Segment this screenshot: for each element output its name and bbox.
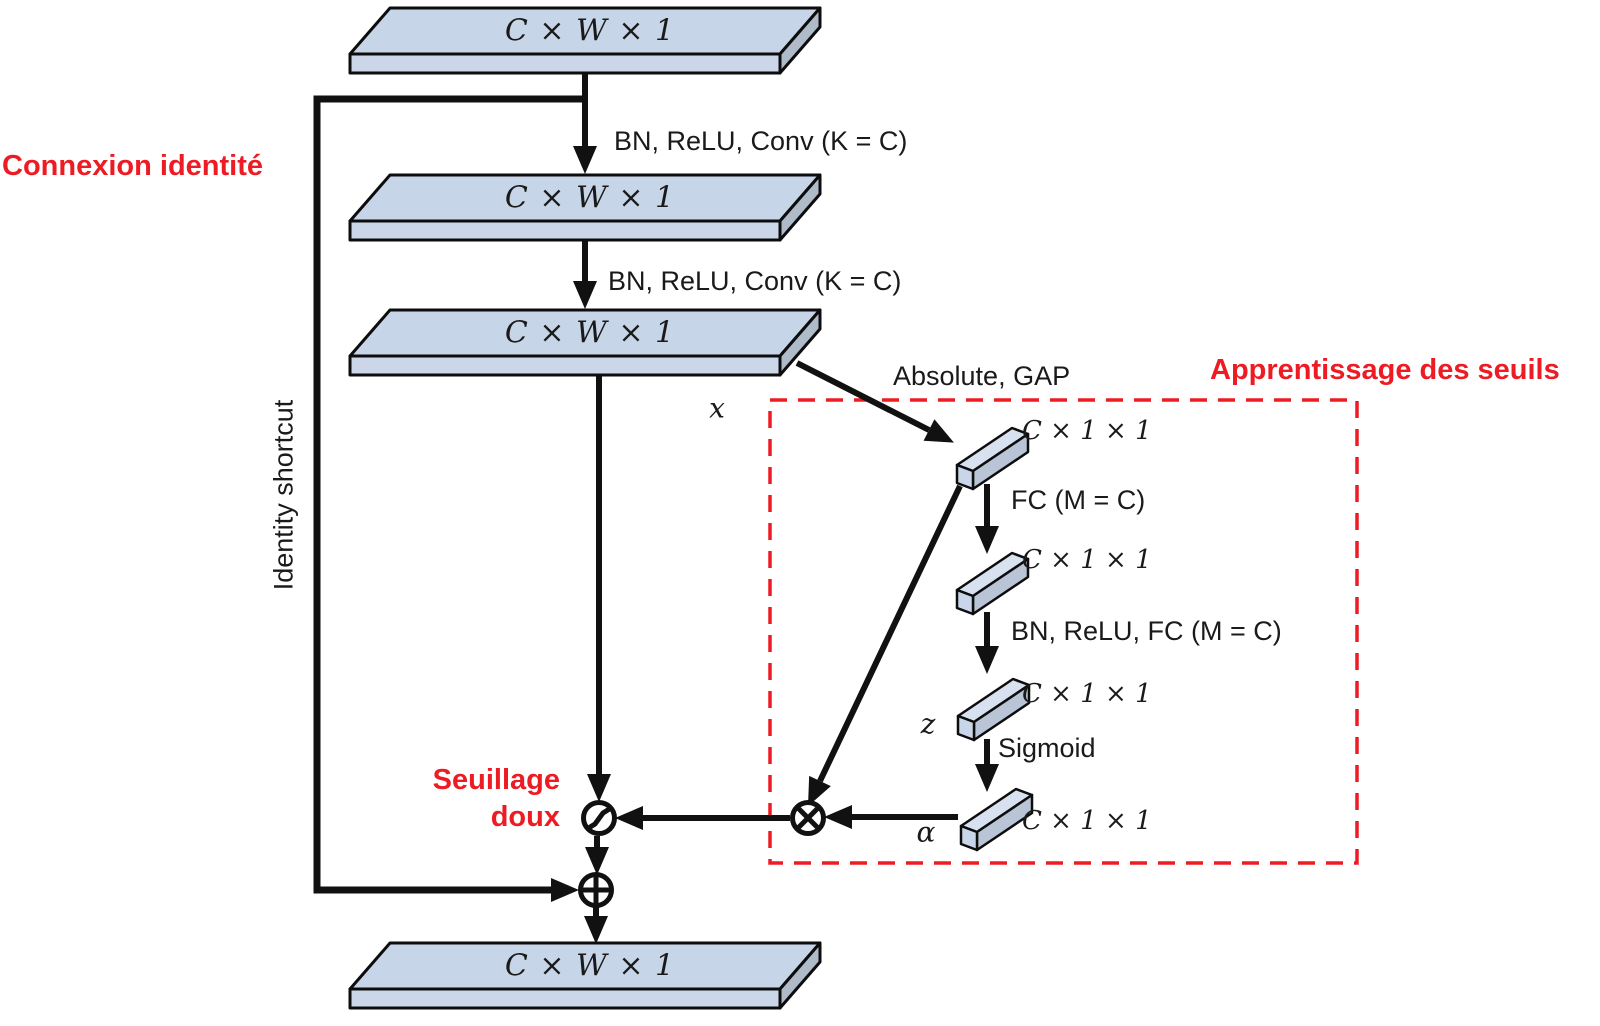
conv2-feature-map-slab: [348, 308, 822, 377]
gap-output-vector-label: C × 1 × 1: [1022, 416, 1152, 446]
identity-shortcut-label: Identity shortcut: [268, 399, 299, 591]
conv1-feature-map-label: C × W × 1: [504, 180, 676, 216]
soft-threshold-title-line1: Seuillage: [432, 764, 560, 796]
sigmoid-output-vector-label: C × 1 × 1: [1022, 806, 1152, 836]
fc2-output-vector-bar: [956, 677, 1031, 742]
conv2-feature-map-label: C × W × 1: [504, 315, 676, 351]
sigmoid-op-label: Sigmoid: [998, 733, 1096, 763]
absolute-gap-label: Absolute, GAP: [893, 361, 1071, 391]
conv2-op-label: BN, ReLU, Conv (K = C): [608, 266, 902, 296]
gap-output-vector-bar: [955, 426, 1030, 491]
identity-connection-title: Connexion identité: [2, 150, 263, 182]
fc1-op-label: FC (M = C): [1011, 485, 1146, 515]
input-feature-map-slab: [348, 6, 822, 75]
fc1-output-vector-bar: [955, 551, 1030, 616]
sigmoid-output-vector-bar: [959, 787, 1034, 852]
multiply-icon: [790, 800, 826, 836]
conv1-op-label: BN, ReLU, Conv (K = C): [614, 126, 908, 156]
soft-threshold-icon: [581, 800, 617, 836]
variable-x-label: x: [709, 391, 725, 425]
add-icon: [578, 872, 614, 908]
variable-z-label: z: [920, 707, 936, 741]
output-feature-map-label: C × W × 1: [504, 948, 676, 984]
threshold-learning-box: [768, 398, 1359, 865]
threshold-learning-title: Apprentissage des seuils: [1210, 354, 1560, 386]
identity-shortcut-line: [313, 95, 585, 902]
input-feature-map-label: C × W × 1: [504, 13, 676, 49]
soft-threshold-title: Seuillage doux: [370, 762, 560, 836]
gap-to-multiply-arrow: [807, 484, 963, 807]
output-feature-map-slab: [348, 941, 822, 1010]
fc2-output-vector-label: C × 1 × 1: [1022, 679, 1152, 709]
variable-alpha-label: α: [916, 815, 936, 849]
conv1-feature-map-slab: [348, 173, 822, 242]
bn-relu-fc-op-label: BN, ReLU, FC (M = C): [1011, 616, 1282, 646]
soft-threshold-title-line2: doux: [490, 801, 560, 833]
absolute-gap-arrow: [795, 360, 954, 443]
fc1-output-vector-label: C × 1 × 1: [1022, 545, 1152, 575]
